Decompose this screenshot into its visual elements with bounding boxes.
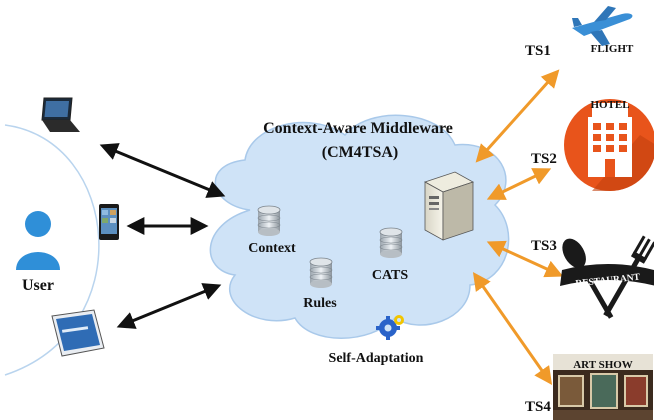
arrow-ts1 — [475, 69, 560, 163]
hotel-icon — [564, 99, 654, 191]
database-icon — [309, 257, 333, 288]
server-icon — [424, 171, 474, 241]
user-icon — [16, 211, 60, 270]
database-icon — [257, 205, 281, 236]
ts2-label: TS2 — [531, 151, 557, 167]
middleware-title: Context-Aware Middleware — [263, 120, 453, 137]
user-boundary-arc — [4, 124, 100, 376]
arrow-ts2 — [486, 168, 552, 200]
middleware-subtitle: (CM4TSA) — [322, 144, 398, 161]
self-adaptation-label: Self-Adaptation — [329, 351, 424, 366]
ts4-label: TS4 — [525, 399, 551, 415]
database-icon — [379, 227, 403, 258]
tablet-icon — [99, 204, 119, 240]
arrow-ts4 — [472, 272, 553, 385]
arrow-notebook-middleware — [116, 283, 222, 329]
arrow-laptop-middleware — [99, 143, 226, 198]
airplane-icon — [572, 6, 633, 46]
notebook-icon — [51, 309, 105, 357]
laptop-icon — [41, 97, 80, 132]
flight-icon-text: FLIGHT — [591, 43, 634, 55]
hotel-icon-text: HOTEL — [590, 99, 629, 111]
context-label: Context — [248, 241, 296, 256]
arrow-ts3 — [486, 240, 564, 278]
art-show-icon — [553, 354, 653, 420]
ts3-label: TS3 — [531, 238, 557, 254]
gear-icon — [376, 315, 404, 340]
user-label: User — [22, 277, 54, 294]
rules-label: Rules — [303, 296, 337, 311]
ts1-label: TS1 — [525, 43, 551, 59]
restaurant-icon — [560, 235, 654, 319]
cats-label: CATS — [372, 268, 409, 283]
art-show-icon-text: ART SHOW — [573, 359, 633, 371]
